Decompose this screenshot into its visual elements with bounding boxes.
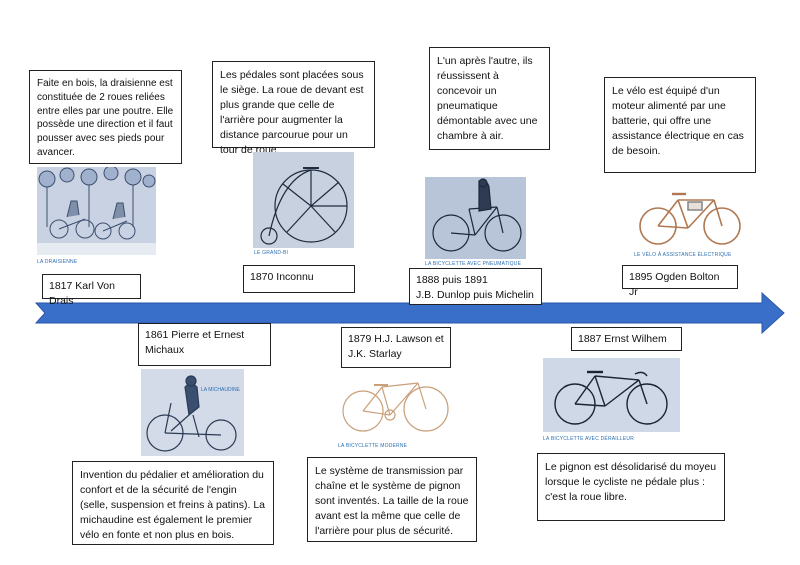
michaudine-description: Invention du pédalier et amélioration du… [72,461,274,545]
electrique-image [634,182,746,250]
draisienne-image [37,167,156,255]
michaudine-label: 1861 Pierre et Ernest Michaux [138,323,271,366]
moderne-caption: La bicyclette moderne [338,443,408,449]
grandbi-label: 1870 Inconnu [243,265,355,293]
grandbi-description: Les pédales sont placées sous le siège. … [212,61,375,156]
pneumatique-label: 1888 puis 1891 J.B. Dunlop puis Michelin [409,268,542,305]
derailleur-image [543,358,680,432]
moderne-description: Le système de transmission par chaîne et… [307,457,477,542]
draisienne-caption: La draisienne [37,259,78,265]
derailleur-label: 1887 Ernst Wilhem [571,327,682,351]
draisienne-label: 1817 Karl Von Drais [42,274,141,307]
draisienne-description: Faite en bois, la draisienne est constit… [29,70,182,164]
electrique-caption: Le vélo à assistance électrique [634,252,732,258]
derailleur-caption: La bicyclette avec dérailleur [543,436,635,442]
pneumatique-label-years: 1888 puis 1891 [416,274,488,286]
pneumatique-image [425,177,526,259]
electrique-description: Le vélo est équipé d'un moteur alimenté … [604,77,756,173]
electrique-label: 1895 Ogden Bolton Jr [622,265,738,298]
moderne-label: 1879 H.J. Lawson et J.K. Starlay [341,327,451,368]
pneumatique-caption: La bicyclette avec pneumatique [425,261,522,267]
pneumatique-label-inventors: J.B. Dunlop puis Michelin [416,288,534,301]
grandbi-caption: Le grand-bi [254,250,289,256]
pneumatique-description: L'un après l'autre, ils réussissent à co… [429,47,550,150]
svg-text:LA MICHAUDINE: LA MICHAUDINE [201,387,241,393]
moderne-image [338,371,455,439]
michaudine-image: LA MICHAUDINE [141,369,244,456]
grandbi-image [253,152,354,248]
derailleur-description: Le pignon est désolidarisé du moyeu lors… [537,453,725,521]
